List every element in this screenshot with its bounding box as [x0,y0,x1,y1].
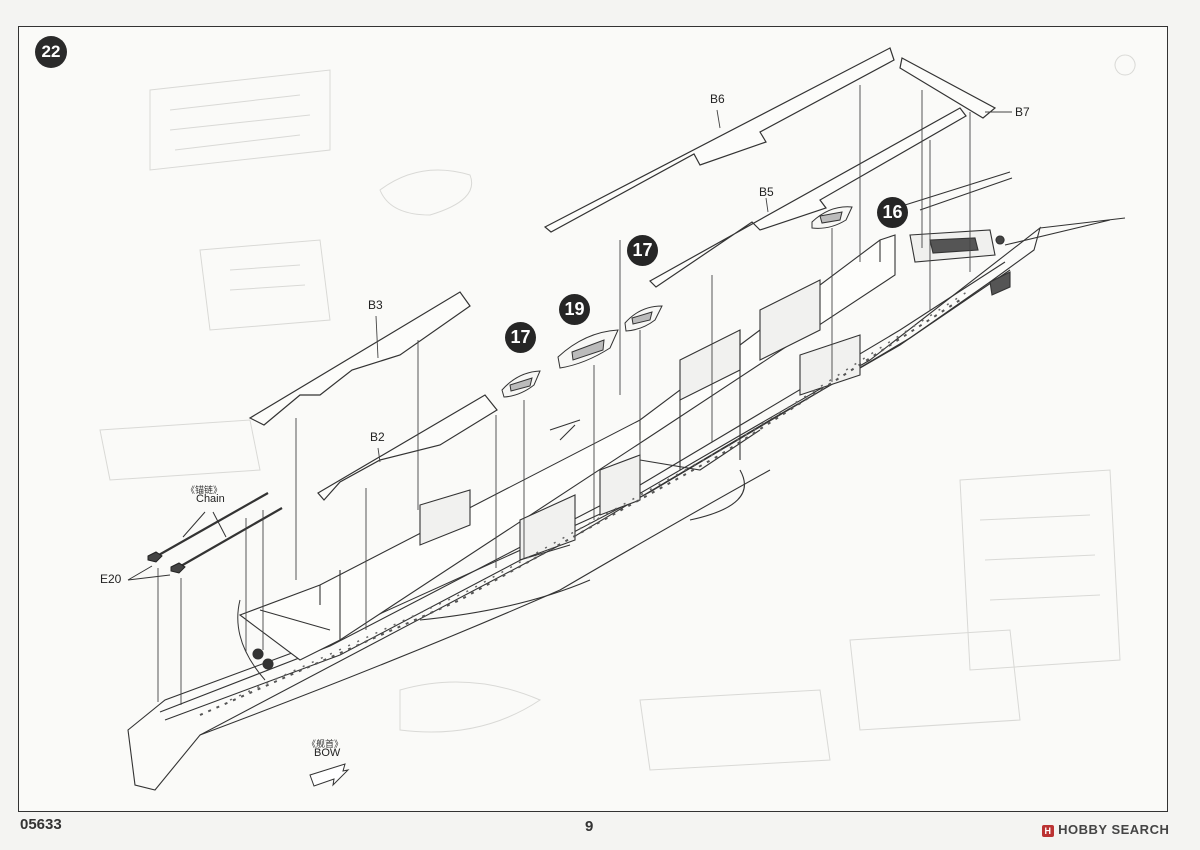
background-ghost-sketch [99,54,1136,771]
bow-label-chinese: 《舰首》 [307,739,344,749]
part-label-b5: B5 [759,185,774,199]
e20-anchor-parts [147,551,186,574]
part-label-b3: B3 [368,298,383,312]
step-number-badge: 22 [35,36,67,68]
part-label-e20: E20 [100,572,122,586]
deck-panel-b5 [649,107,967,288]
chain-label-chinese: 《锚链》 [186,485,223,495]
sub-step-badge-19: 19 [559,294,590,325]
kit-number: 05633 [20,816,62,833]
placement-guides [157,85,971,705]
deck-panel-b2 [317,394,498,501]
chain-leader-1 [182,511,206,538]
chain-lines [149,492,283,571]
sub-step-badge-16: 16 [877,197,908,228]
chain-label: Chain [196,493,225,505]
bow-arrow-icon [309,763,350,787]
e20-leader-2 [127,574,171,581]
part-label-b6: B6 [710,92,725,106]
bow-label: BOW [314,747,341,759]
lifeboats [501,206,853,398]
watermark-text: HOBBY SEARCH [1058,822,1170,837]
part-label-b2: B2 [370,430,385,444]
deck-panels [248,47,997,501]
hobby-search-logo-icon: H [1042,824,1054,837]
chain-leader-2 [212,511,227,538]
ship-hull [127,171,1126,791]
deck-panel-b7 [899,57,997,119]
deck-panel-b3 [248,291,471,426]
page-number: 9 [585,818,594,835]
sub-step-badge-17-right: 17 [627,235,658,266]
e20-leader-1 [127,565,153,581]
page-frame [18,26,1168,812]
deck-panel-b6 [543,47,895,233]
sub-step-badge-17-left: 17 [505,322,536,353]
watermark: H HOBBY SEARCH [1042,822,1169,837]
label-leaders [375,109,1012,463]
part-label-b7: B7 [1015,105,1030,119]
